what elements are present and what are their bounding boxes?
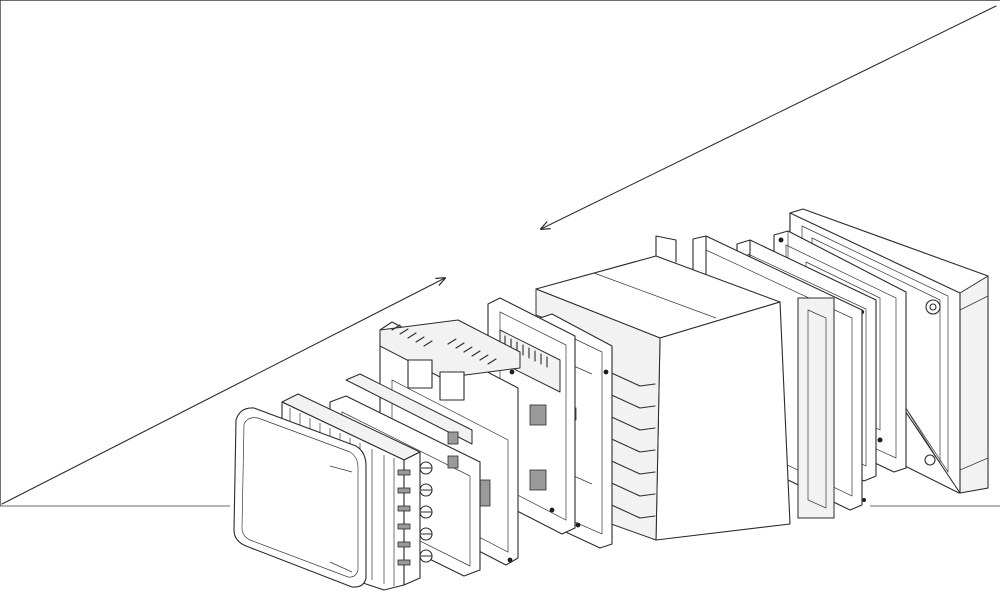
housing-slots — [604, 369, 656, 519]
arrow-lower — [1, 278, 445, 505]
direction-arrows — [1, 5, 997, 505]
front-cover — [233, 407, 367, 588]
arrow-upper — [541, 5, 997, 229]
housing-box — [535, 235, 791, 541]
io-board-header-teeth — [391, 324, 497, 365]
strip-teeth — [397, 469, 411, 566]
frame-lines — [0, 0, 1000, 507]
